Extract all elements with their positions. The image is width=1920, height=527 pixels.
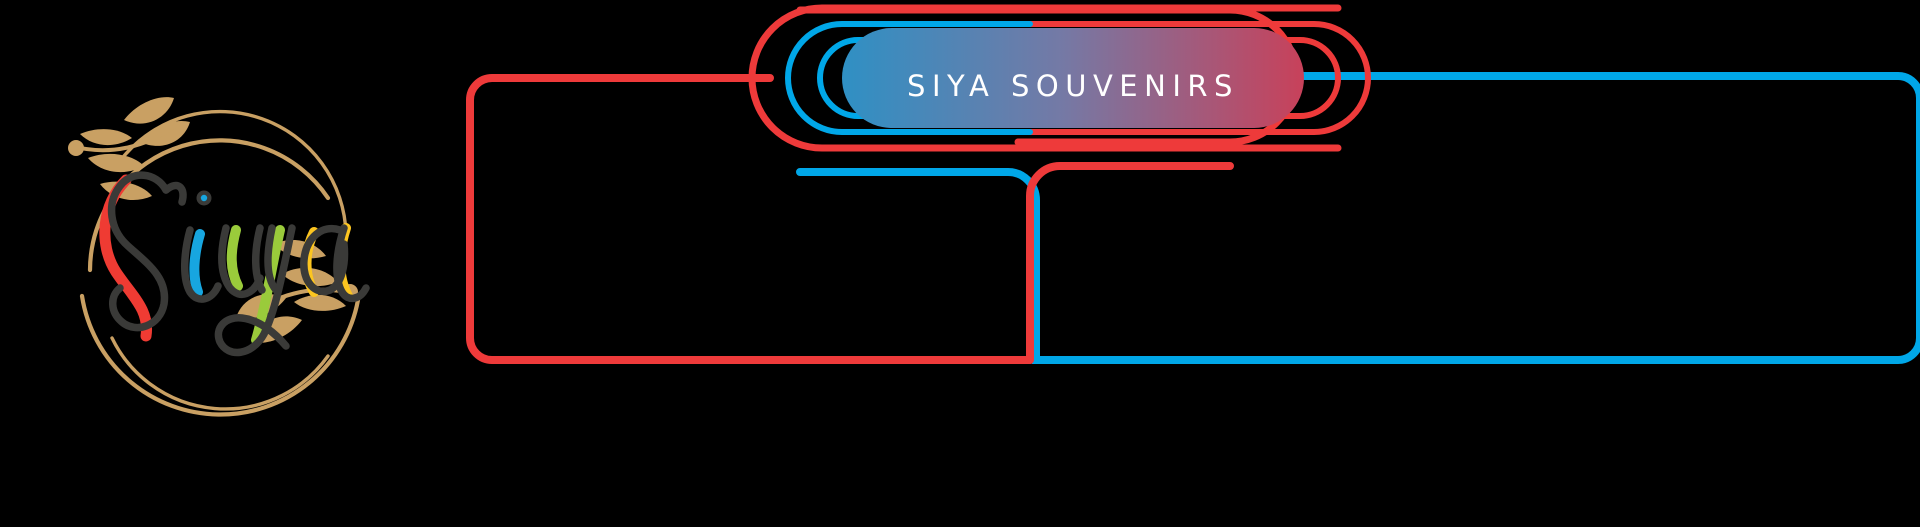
badge-label: SIYA SOUVENIRS xyxy=(907,69,1239,103)
wordmark-script xyxy=(107,171,370,357)
badge-ring-blue-outer xyxy=(784,21,1033,135)
center-junction-red-branch xyxy=(1026,162,1234,364)
siya-logo[interactable] xyxy=(28,38,398,417)
left-panel-outline[interactable] xyxy=(466,74,1034,364)
badge-ring-blue-mid xyxy=(816,37,1033,119)
badge-ring-red-outer xyxy=(748,4,1342,152)
laurel-sprig-top-left xyxy=(68,97,190,200)
siya-souvenirs-banner: SIYA SOUVENIRS xyxy=(466,0,1920,400)
badge-ring-red-inner xyxy=(1027,21,1372,135)
right-panel-outline[interactable] xyxy=(796,72,1920,364)
badge-ring-red-mid xyxy=(1045,37,1342,119)
badge-pill[interactable] xyxy=(842,28,1304,128)
